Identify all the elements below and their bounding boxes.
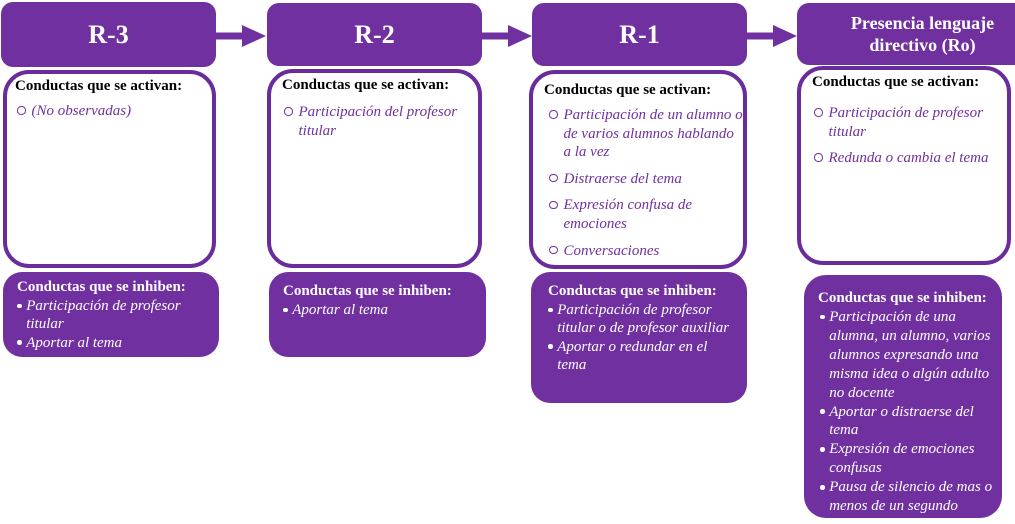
list-item-text: Participación de profesor titular o de p… [557,302,730,337]
activated-box-r1: Conductas que se activan: Participación … [529,70,747,269]
activated-box-ro: Conductas que se activan: Participación … [797,66,1011,265]
list-item-text: Participación de profesor titular [828,105,983,140]
circle-bullet-icon [549,173,558,183]
circle-bullet-icon [814,108,823,117]
inhibited-list: Participación de profesor titular Aporta… [17,297,211,352]
inhibited-box-ro: Conductas que se inhiben: Participación … [804,275,1002,518]
stage-header-r2: R-2 [267,3,482,66]
activated-list: Participación de un alumno o de varios a… [533,106,743,260]
list-item-text: Expresión confusa de emociones [563,197,693,232]
inhibited-box-r2: Conductas que se inhiben: Aportar al tem… [269,272,486,357]
inhibited-box-r1: Conductas que se inhiben: Participación … [531,272,747,403]
inhibited-title: Conductas que se inhiben: [17,279,186,295]
list-item: Participación de profesor titular [17,297,211,334]
list-item-text: Aportar al tema [26,334,123,351]
dot-bullet-icon [17,303,22,309]
list-item-text: Aportar al tema [292,302,389,318]
inhibited-list: Participación de profesor titular o de p… [548,301,739,374]
list-item: Aportar o distraerse del tema [820,403,994,441]
list-item-text: Participación de un alumno o de varios a… [563,107,743,161]
list-item-text: Expresión de emociones confusas [829,441,975,477]
list-item: Expresión de emociones confusas [820,440,994,478]
list-item-text: Pausa de silencio de mas o menos de un s… [829,479,993,515]
activated-title: Conductas que se activan: [544,82,712,98]
list-item: Participación de un alumno o de varios a… [533,106,743,162]
list-item-text: Aportar o distraerse del tema [829,403,974,439]
inhibited-box-r3: Conductas que se inhiben: Participación … [3,272,219,357]
inhibited-title: Conductas que se inhiben: [548,283,717,299]
list-item-text: Participación de una alumna, un alumno, … [829,309,991,401]
flow-arrow-icon [482,24,532,47]
list-item-text: Redunda o cambia el tema [828,150,989,167]
list-item: Aportar al tema [283,301,478,319]
circle-bullet-icon [17,106,26,115]
circle-bullet-icon [284,107,293,116]
activated-title: Conductas que se activan: [15,78,183,94]
circle-bullet-icon [549,110,558,119]
inhibited-list: Participación de una alumna, un alumno, … [820,308,994,516]
dot-bullet-icon [820,314,825,320]
activated-list: Participación de profesor titular Redund… [801,104,1007,168]
circle-bullet-icon [549,245,558,255]
list-item-text: Conversaciones [563,242,660,259]
list-item: Aportar o redundar en el tema [548,338,739,375]
activated-list: Participación del profesor titular [271,103,478,140]
dot-bullet-icon [548,307,553,313]
inhibited-list: Aportar al tema [283,301,478,319]
flow-arrow-icon [216,24,266,47]
dot-bullet-icon [548,344,553,349]
stage-header-ro: Presencia lenguaje directivo (Ro) [797,3,1015,65]
list-item-text: Distraerse del tema [563,170,682,187]
list-item-text: Participación de profesor titular [26,298,181,333]
list-item: Pausa de silencio de mas o menos de un s… [820,478,994,516]
list-item-text: (No observadas) [31,103,132,119]
list-item: Participación de profesor titular [801,104,1007,141]
dot-bullet-icon [820,447,825,452]
circle-bullet-icon [549,200,558,210]
list-item: Participación de una alumna, un alumno, … [820,308,994,403]
inhibited-title: Conductas que se inhiben: [283,283,452,299]
dot-bullet-icon [283,307,288,313]
list-item: Expresión confusa de emociones [533,196,743,233]
list-item-text: Participación del profesor titular [298,104,458,139]
list-item: Redunda o cambia el tema [801,149,1007,168]
dot-bullet-icon [820,484,825,490]
flow-arrow-icon [746,24,797,47]
list-item: Participación de profesor titular o de p… [548,301,739,338]
list-item: Distraerse del tema [533,170,743,189]
dot-bullet-icon [820,409,825,414]
inhibited-title: Conductas que se inhiben: [818,290,987,306]
circle-bullet-icon [814,153,823,162]
list-item: (No observadas) [7,102,212,121]
list-item: Conversaciones [533,242,743,261]
stage-header-r3: R-3 [1,2,216,67]
list-item-text: Aportar o redundar en el tema [557,338,708,373]
dot-bullet-icon [17,340,22,345]
activated-list: (No observadas) [7,102,212,121]
activated-box-r3: Conductas que se activan: (No observadas… [3,70,216,268]
stage-header-r1: R-1 [532,3,747,66]
activated-box-r2: Conductas que se activan: Participación … [267,69,482,268]
activated-title: Conductas que se activan: [282,77,450,93]
activated-title: Conductas que se activan: [812,74,980,90]
list-item: Participación del profesor titular [271,103,478,140]
list-item: Aportar al tema [17,334,211,352]
